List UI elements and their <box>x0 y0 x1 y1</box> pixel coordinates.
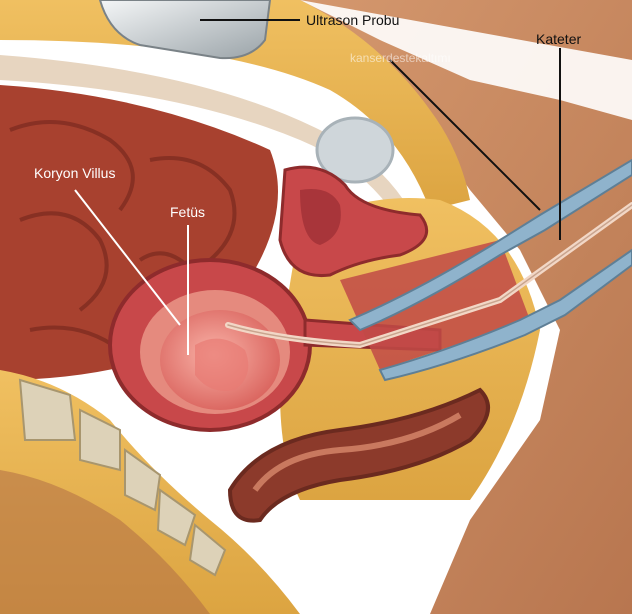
watermark-text: kanserdestekaltımı <box>350 51 451 65</box>
speculum-leader-line <box>389 59 541 211</box>
rectum <box>227 387 490 523</box>
speculum-lower <box>378 248 632 382</box>
sacrum-vertebrae <box>18 378 227 577</box>
catheter-tube-outline <box>227 204 632 346</box>
bladder <box>315 116 395 184</box>
speculum-upper <box>348 158 632 332</box>
skin-edge-highlight <box>300 0 632 120</box>
uterine-fold-inner <box>300 189 341 245</box>
catheter-label: Kateter <box>536 31 581 47</box>
skin-region <box>250 0 632 614</box>
fetus-body <box>195 338 249 391</box>
probe-label: Ultrason Probu <box>306 12 399 28</box>
rectum-inner <box>252 412 462 492</box>
ultrasound-probe <box>98 0 272 60</box>
abdominal-fat-layer <box>0 0 470 210</box>
villus-leader-line <box>74 189 181 326</box>
fetus-label: Fetüs <box>170 204 205 220</box>
chorionic-villus-label: Koryon Villus <box>34 165 115 181</box>
gluteal-muscle <box>0 470 210 614</box>
